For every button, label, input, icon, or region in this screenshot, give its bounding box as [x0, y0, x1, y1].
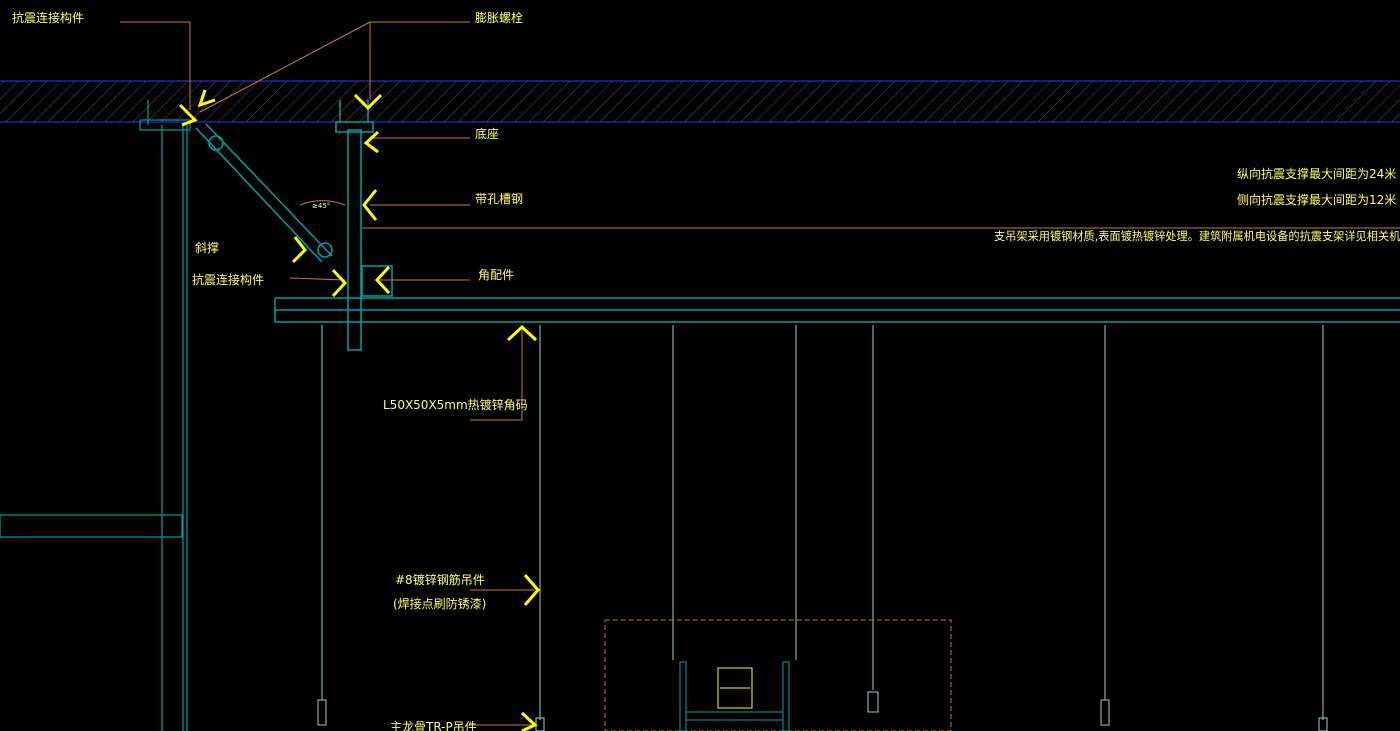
note-material: 支吊架采用镀钢材质,表面镀热镀锌处理。建筑附属机电设备的抗震支架详见相关机电专业…: [994, 229, 1400, 243]
slotted-channel-member: [335, 100, 393, 351]
label-slotted-channel: 带孔槽钢: [475, 192, 523, 206]
label-brace-angle: ≥45°: [312, 202, 330, 210]
label-seismic-connector-lower: 抗震连接构件: [192, 272, 264, 287]
hanger-rods: [317, 325, 1328, 731]
label-seismic-connector-top: 抗震连接构件: [12, 10, 84, 25]
label-angle-fitting: 角配件: [478, 268, 514, 282]
note-lateral-spacing: 侧向抗震支撑最大间距为12米: [1237, 192, 1396, 207]
horizontal-beam: [274, 297, 1400, 323]
equipment-enclosure: [604, 619, 952, 731]
label-diagonal-brace: 斜撑: [195, 240, 219, 255]
concrete-slab: [0, 80, 1400, 123]
note-longitudinal-spacing: 纵向抗震支撑最大间距为24米: [1237, 166, 1396, 181]
arrow-markers: [178, 89, 540, 731]
left-column: [0, 100, 191, 731]
label-hanger-rod-line2: (焊接点刷防锈漆): [393, 596, 486, 611]
label-expansion-bolt: 膨胀螺栓: [475, 10, 523, 25]
label-angle-code: L50X50X5mm热镀锌角码: [383, 398, 528, 412]
diagonal-brace-member: [195, 123, 346, 263]
leader-lines: [120, 21, 1400, 726]
label-hanger-rod-line1: #8镀锌钢筋吊件: [395, 572, 485, 587]
label-base: 底座: [475, 126, 499, 141]
label-main-keel: 主龙骨TR-P吊件: [390, 720, 477, 731]
